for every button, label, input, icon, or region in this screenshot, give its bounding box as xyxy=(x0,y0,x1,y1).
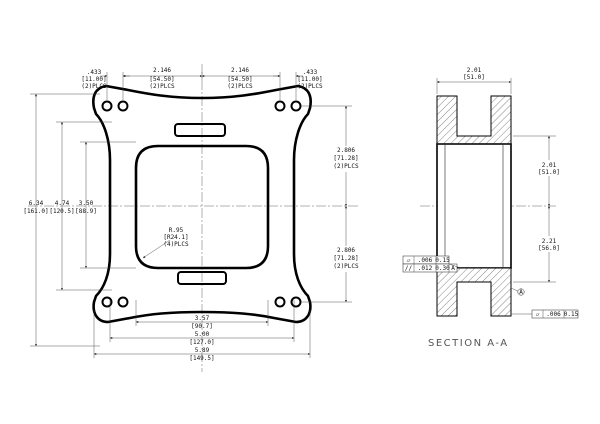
bottom-slot xyxy=(177,271,227,285)
svg-text:.006: .006 xyxy=(546,311,561,318)
svg-text:[90.7]: [90.7] xyxy=(191,323,213,330)
dim-left-634: 6.34 [161.0] xyxy=(23,200,48,215)
svg-text:6.34: 6.34 xyxy=(29,200,44,207)
radius-callout: R.95 [R24.1] (4)PLCS xyxy=(163,227,189,248)
svg-text:A: A xyxy=(519,289,523,296)
svg-text:A: A xyxy=(451,265,455,272)
svg-text:5.00: 5.00 xyxy=(195,331,210,338)
dim-left-350: 3.50 [88.9] xyxy=(75,200,97,215)
dim-right-2806-upper: 2.806 [71.28] (2)PLCS xyxy=(330,146,360,172)
svg-text:.433: .433 xyxy=(87,69,102,76)
svg-text:(2)PLCS: (2)PLCS xyxy=(227,83,253,90)
svg-text:.006: .006 xyxy=(418,257,433,264)
svg-text:[54.50]: [54.50] xyxy=(227,76,252,83)
bolt-hole xyxy=(290,296,302,308)
section-bottom-flange xyxy=(436,267,512,317)
section-label: SECTION A-A xyxy=(428,338,509,349)
bolt-hole xyxy=(117,100,129,112)
svg-text:0.30: 0.30 xyxy=(435,265,450,272)
svg-text:0.15: 0.15 xyxy=(564,311,579,318)
svg-text:[127.0]: [127.0] xyxy=(189,339,214,346)
svg-text:2.21: 2.21 xyxy=(542,238,557,245)
svg-text:2.146: 2.146 xyxy=(153,67,171,74)
svg-text:[R24.1]: [R24.1] xyxy=(163,234,188,241)
flatness-frame-2: ▱ .006 0.15 xyxy=(511,309,579,319)
svg-text:2.806: 2.806 xyxy=(337,147,355,154)
section-top-flange xyxy=(436,95,512,145)
dim-bottom-500: 5.00 [127.0] xyxy=(189,331,214,346)
top-slot xyxy=(174,123,226,137)
svg-text:2.806: 2.806 xyxy=(337,247,355,254)
svg-text:[56.0]: [56.0] xyxy=(538,245,560,252)
dim-top-433-right: .433 [11.00] (2)PLCS xyxy=(297,69,323,90)
datum-mark: A xyxy=(510,287,525,296)
svg-text:4.74: 4.74 xyxy=(55,200,70,207)
parallelism-frame: // .012 0.30 A xyxy=(402,263,458,273)
svg-text:[88.9]: [88.9] xyxy=(75,208,97,215)
svg-text:[71.28]: [71.28] xyxy=(333,155,358,162)
bolt-hole xyxy=(101,100,113,112)
svg-text:(2)PLCS: (2)PLCS xyxy=(333,163,359,170)
dim-section-lower: 2.21 [56.0] xyxy=(538,236,560,252)
svg-text:0.15: 0.15 xyxy=(435,257,450,264)
dim-top-2146-left: 2.146 [54.50] (2)PLCS xyxy=(149,67,175,90)
bolt-hole xyxy=(101,296,113,308)
plate-outline xyxy=(92,84,312,324)
svg-text:[54.50]: [54.50] xyxy=(149,76,174,83)
bolt-hole xyxy=(274,296,286,308)
svg-text:[71.28]: [71.28] xyxy=(333,255,358,262)
svg-text:3.57: 3.57 xyxy=(195,315,210,322)
dim-right-2806-lower: 2.806 [71.28] (2)PLCS xyxy=(330,246,360,272)
dim-section-width: 2.01 [51.0] xyxy=(463,67,485,81)
dim-bottom-357: 3.57 [90.7] xyxy=(191,315,213,330)
bolt-hole xyxy=(117,296,129,308)
svg-text:[11.00]: [11.00] xyxy=(81,76,106,83)
svg-text:3.50: 3.50 xyxy=(79,200,94,207)
svg-text:2.146: 2.146 xyxy=(231,67,249,74)
plan-view: .433 [11.00] (2)PLCS 2.146 [54.50] (2)PL… xyxy=(23,64,360,372)
flatness-frame-1: ▱ .006 0.15 xyxy=(402,255,450,265)
svg-text:▱: ▱ xyxy=(407,257,411,264)
bolt-hole xyxy=(290,100,302,112)
svg-text:[161.0]: [161.0] xyxy=(23,208,48,215)
center-bore xyxy=(134,144,270,270)
svg-text:(2)PLCS: (2)PLCS xyxy=(333,263,359,270)
svg-text:(2)PLCS: (2)PLCS xyxy=(81,83,107,90)
svg-text:[51.0]: [51.0] xyxy=(538,169,560,176)
svg-text:2.01: 2.01 xyxy=(542,162,557,169)
section-view: 2.01 [51.0] 2.01 [51.0] 2.21 [56.0] ▱ .0… xyxy=(402,67,579,349)
svg-text:[51.0]: [51.0] xyxy=(463,74,485,81)
dim-top-433-left: .433 [11.00] (2)PLCS xyxy=(81,69,107,90)
dim-left-474: 4.74 [120.5] xyxy=(49,200,74,215)
svg-text:[149.5]: [149.5] xyxy=(189,355,214,362)
svg-text:[120.5]: [120.5] xyxy=(49,208,74,215)
dim-top-2146-right: 2.146 [54.50] (2)PLCS xyxy=(227,67,253,90)
svg-text:.012: .012 xyxy=(418,265,433,272)
svg-text:(4)PLCS: (4)PLCS xyxy=(163,241,189,248)
svg-text:(2)PLCS: (2)PLCS xyxy=(297,83,323,90)
dim-section-upper: 2.01 [51.0] xyxy=(538,160,560,176)
svg-text:2.01: 2.01 xyxy=(467,67,482,74)
svg-text:[11.00]: [11.00] xyxy=(297,76,322,83)
svg-text:5.89: 5.89 xyxy=(195,347,210,354)
section-body xyxy=(436,143,512,269)
svg-text:.433: .433 xyxy=(303,69,318,76)
svg-text:(2)PLCS: (2)PLCS xyxy=(149,83,175,90)
svg-text:▱: ▱ xyxy=(536,311,540,318)
svg-text://: // xyxy=(405,265,413,272)
svg-text:R.95: R.95 xyxy=(169,227,184,234)
dim-bottom-589: 5.89 [149.5] xyxy=(189,347,214,362)
bolt-hole xyxy=(274,100,286,112)
